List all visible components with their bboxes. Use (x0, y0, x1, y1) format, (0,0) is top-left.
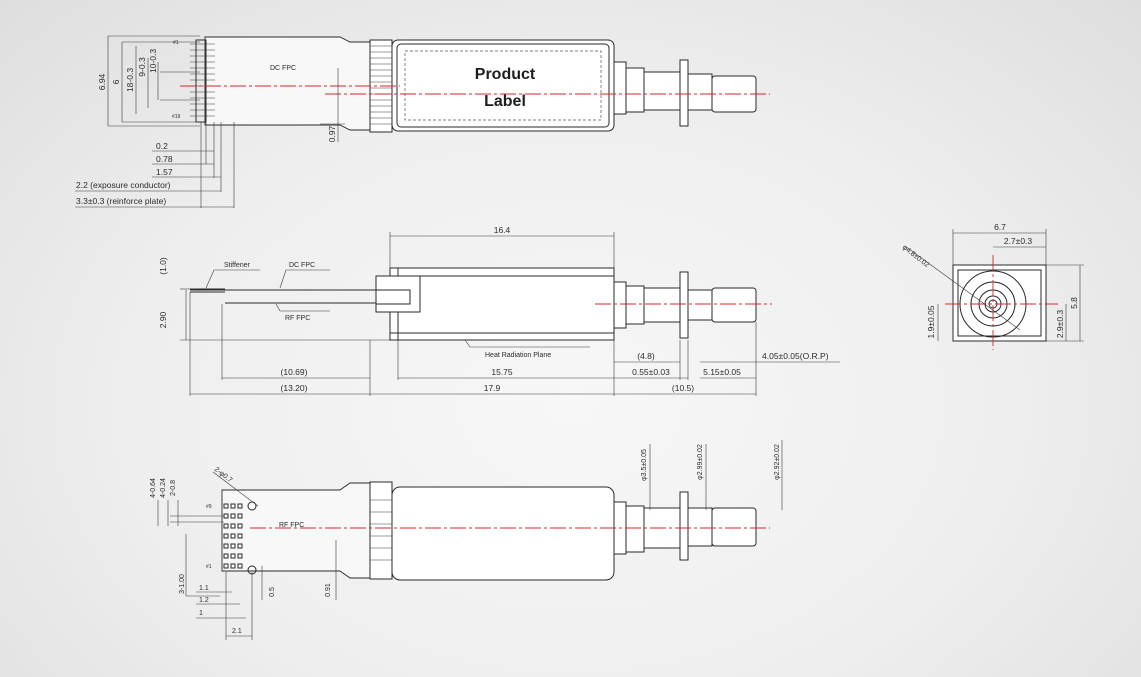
top-housing-inner (396, 43, 610, 128)
dim-13-20: (13.20) (281, 383, 308, 393)
dim-2-90: 2.90 (158, 311, 168, 328)
dim-2-phi-0-7: 2-φ0.7 (213, 466, 234, 484)
top-dc-fpc-label: DC FPC (270, 65, 296, 72)
bottom-rf-fpc-label: RF FPC (279, 522, 304, 529)
stiffener-label: Stiffener (224, 262, 251, 269)
top-housing (391, 39, 615, 132)
dim-18-0-3: 18-0.3 (125, 68, 135, 92)
product-label-line2: Label (484, 93, 526, 110)
bottom-view: #9 #1 RF FPC (150, 440, 783, 640)
side-dimensions (180, 232, 840, 396)
dim-9-0-3: 9-0.3 (137, 57, 147, 77)
dim-3-1-00: 3-1.00 (179, 574, 186, 594)
dim-6-94: 6.94 (97, 73, 107, 90)
dim-2-1: 2.1 (232, 628, 242, 635)
top-pin-first-label: #1 (173, 40, 179, 46)
dim-phi-4-8: φ4.8±0.02 (901, 244, 930, 269)
dim-0-2: 0.2 (156, 141, 168, 151)
top-pin-comb (160, 39, 215, 123)
top-dc-fpc (204, 36, 371, 131)
bottom-knurl (369, 481, 393, 580)
dim-0-91: 0.91 (325, 583, 332, 597)
dim-phi-2-99: φ2.99±0.02 (697, 444, 704, 480)
top-dimensions (75, 35, 345, 208)
dim-10-0-3: 10-0.3 (148, 49, 158, 73)
dim-2-0-8: 2-0.8 (170, 480, 177, 496)
dim-1-2: 1.2 (199, 597, 209, 604)
side-view: Stiffener DC FPC RF FPC Heat Radiation P… (158, 225, 840, 396)
bottom-rf-fpc (221, 482, 371, 579)
bottom-pin-first-label: #1 (206, 564, 212, 570)
dim-16-4: 16.4 (494, 225, 511, 235)
dim-phi-3-5: φ3.5±0.05 (641, 449, 648, 481)
side-dc-fpc (190, 274, 391, 291)
bottom-pin-last-label: #9 (206, 504, 212, 510)
side-rf-fpc-label: RF FPC (285, 315, 310, 322)
dim-1-0: (1.0) (158, 257, 168, 275)
bottom-housing (391, 486, 615, 581)
end-housing (952, 264, 1047, 342)
top-view: #1 #19 Product Label DC FP (75, 35, 770, 208)
dim-5-15: 5.15±0.05 (703, 367, 741, 377)
side-receptacle (613, 271, 757, 339)
top-receptacle (613, 59, 757, 127)
end-dimensions (937, 229, 1084, 342)
dim-1-57: 1.57 (156, 167, 173, 177)
dim-10-5: (10.5) (672, 383, 694, 393)
bottom-pad-array (170, 501, 257, 575)
dim-17-9: 17.9 (484, 383, 501, 393)
bottom-receptacle (613, 491, 757, 561)
dim-phi-2-92: φ2.92±0.02 (774, 444, 781, 480)
dim-6-7: 6.7 (994, 222, 1006, 232)
product-label-line1: Product (475, 66, 536, 83)
dim-6: 6 (111, 79, 121, 84)
dim-2-9: 2.9±0.3 (1055, 310, 1065, 339)
dim-2-2-exposure: 2.2 (exposure conductor) (76, 180, 171, 190)
dim-0-5: 0.5 (269, 587, 276, 597)
dim-0-78: 0.78 (156, 154, 173, 164)
dim-1: 1 (199, 610, 203, 617)
side-housing (389, 267, 615, 341)
dim-4-0-24: 4-0.24 (160, 478, 167, 498)
dim-4-8: (4.8) (637, 351, 655, 361)
dim-3-3-reinforce: 3.3±0.3 (reinforce plate) (76, 196, 166, 206)
top-pin-last-label: #19 (172, 114, 181, 120)
end-view: 6.7 2.7±0.3 φ4.8±0.02 1.9±0.05 2.9±0.3 5… (901, 222, 1084, 350)
top-label-area (404, 50, 602, 121)
heat-plane-label: Heat Radiation Plane (485, 352, 551, 359)
bottom-dimensions (157, 440, 783, 640)
dim-4-0-64: 4-0.64 (150, 478, 157, 498)
dim-10-69: (10.69) (281, 367, 308, 377)
dim-1-1: 1.1 (199, 585, 209, 592)
dim-0-55: 0.55±0.03 (632, 367, 670, 377)
dim-1-9: 1.9±0.05 (926, 305, 936, 338)
dim-4-05-orp: 4.05±0.05(O.R.P) (762, 351, 829, 361)
dim-2-7: 2.7±0.3 (1004, 236, 1033, 246)
side-dc-fpc-label: DC FPC (289, 262, 315, 269)
dim-15-75: 15.75 (491, 367, 513, 377)
dim-0-97: 0.97 (327, 125, 337, 142)
dim-5-8: 5.8 (1069, 297, 1079, 309)
